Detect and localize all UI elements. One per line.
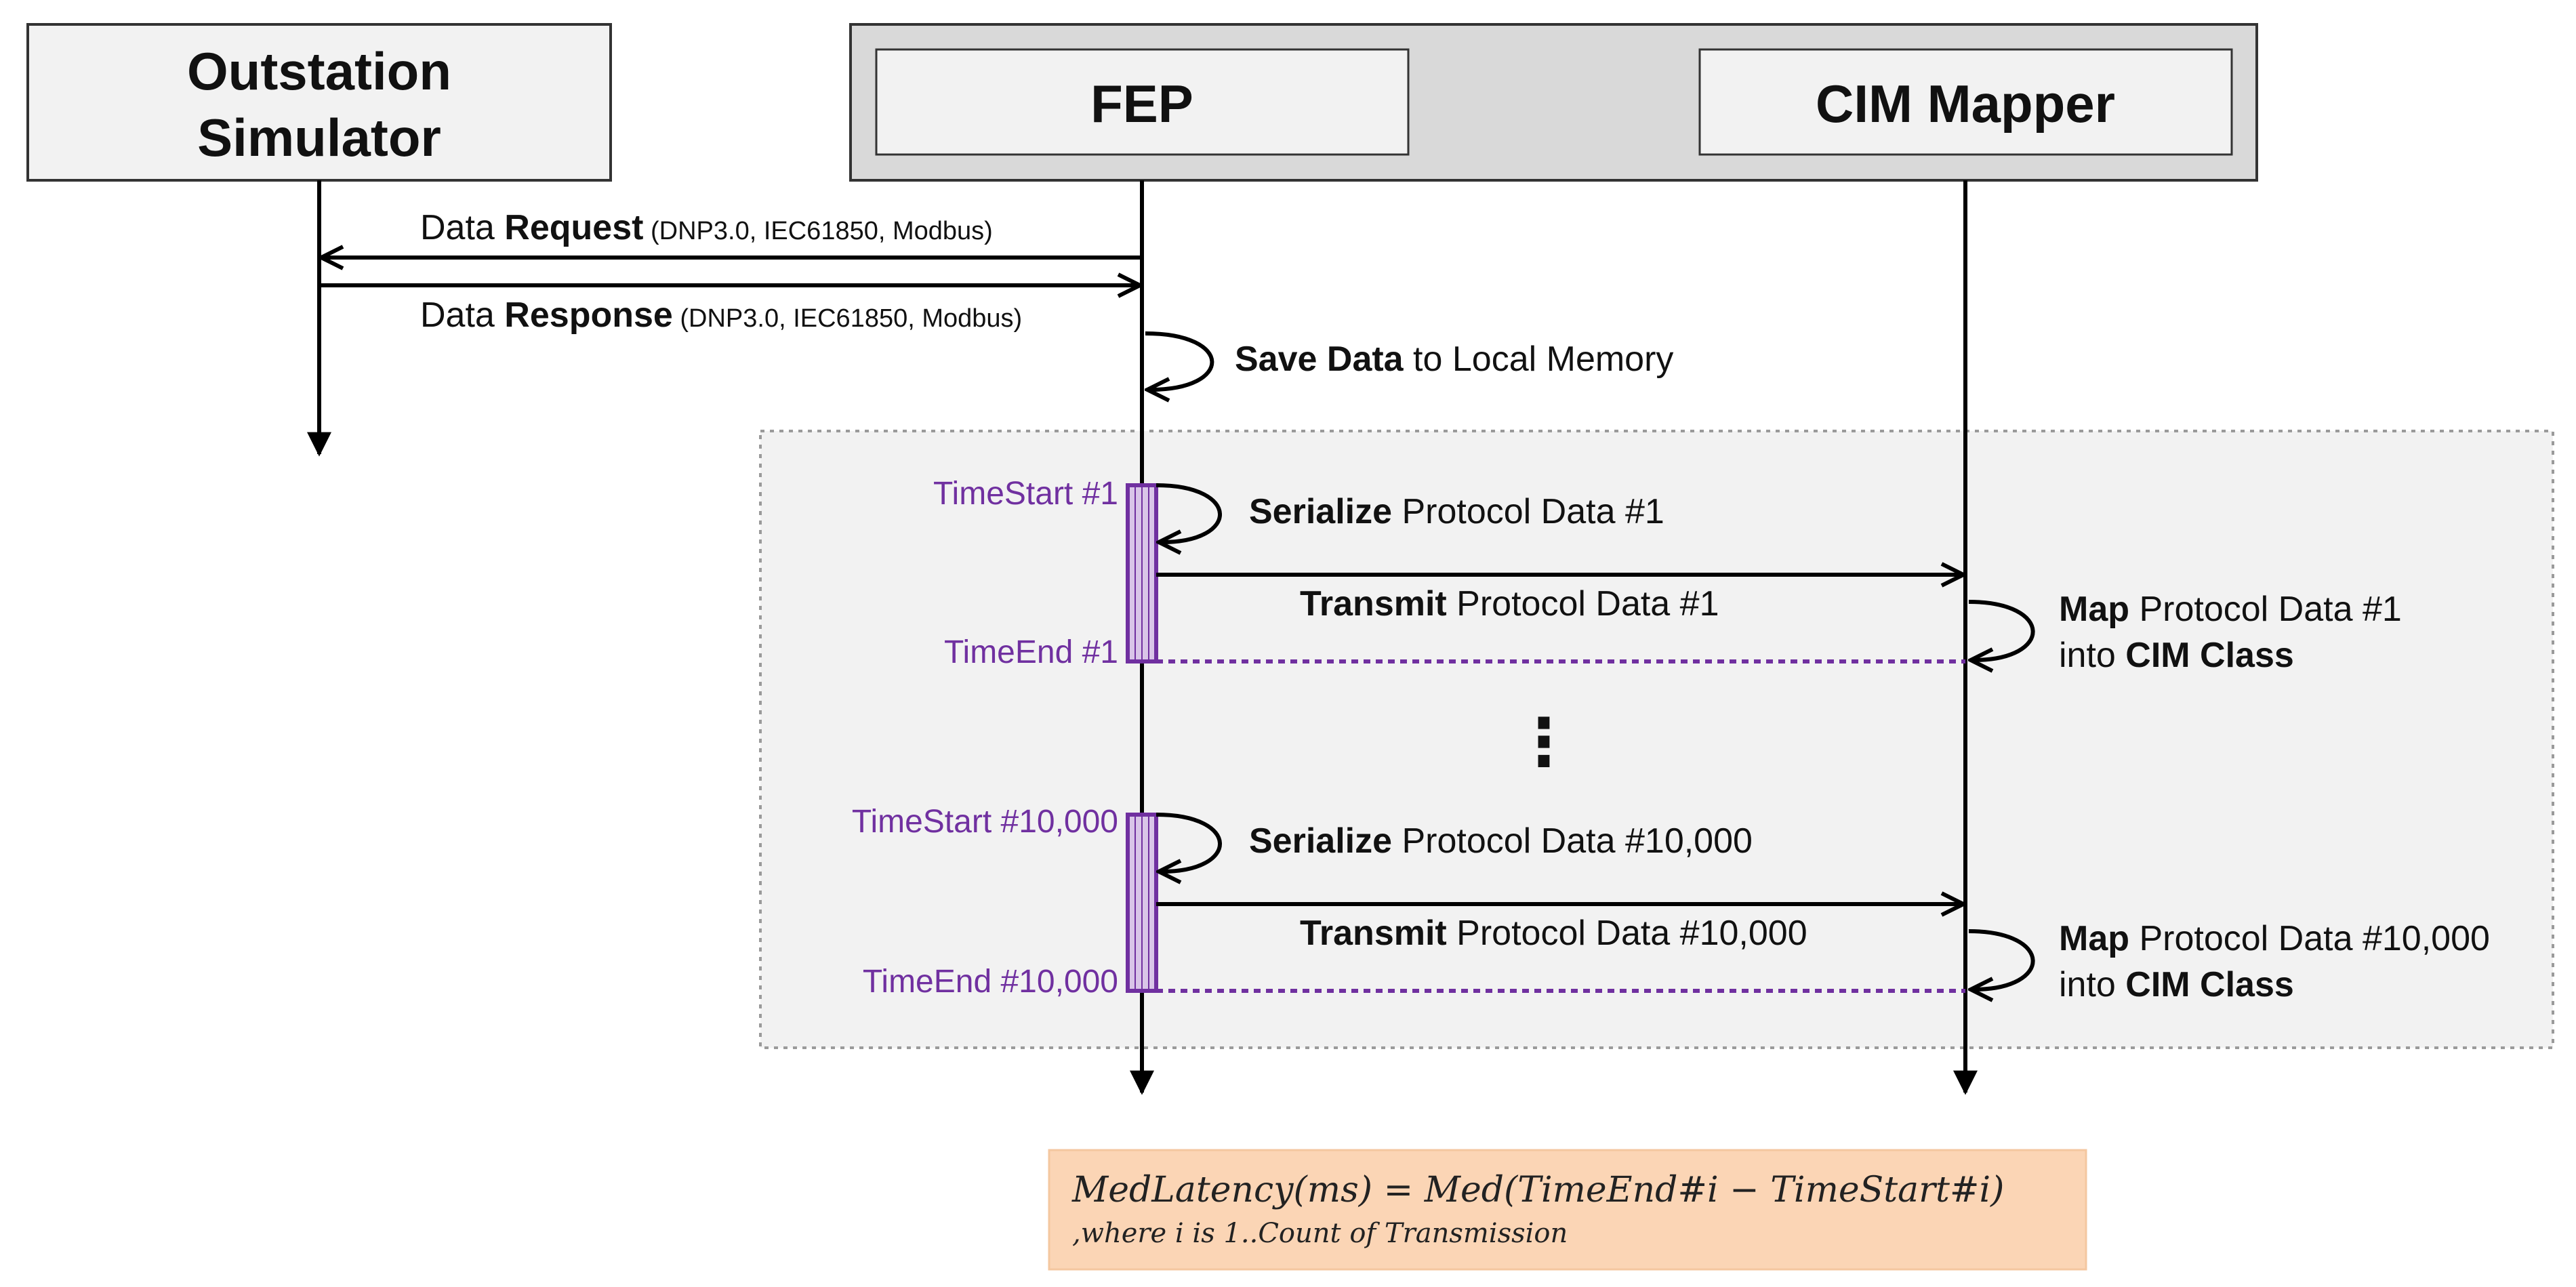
save-label: Save Data to Local Memory [1235,340,1673,379]
actor-fep: FEP [875,48,1410,156]
map-1-self-loop [1969,600,2035,660]
serialize-2-label: Serialize Protocol Data #10,000 [1249,821,1753,861]
formula-line2: ,where i is 1..Count of Transmission [1072,1218,1568,1249]
map-2-label-line2: into CIM Class [2059,965,2294,1004]
save-self-loop [1145,331,1214,390]
timeend-1-label: TimeEnd #1 [944,634,1118,670]
fep-label: FEP [1090,74,1193,134]
serialize-2-self-loop [1156,813,1222,872]
map-1-label-line2: into CIM Class [2059,636,2294,675]
transmit-2-label: Transmit Protocol Data #10,000 [1300,914,1807,953]
outstation-label-line1: Outstation [187,41,451,101]
transmit-1-label: Transmit Protocol Data #1 [1300,584,1719,624]
map-1-label-line1: Map Protocol Data #1 [2059,590,2402,629]
ellipsis: ⋮ [1511,706,1576,779]
serialize-1-label: Serialize Protocol Data #1 [1249,492,1664,531]
map-2-self-loop [1969,929,2035,989]
actor-cim-mapper: CIM Mapper [1698,48,2233,156]
request-label: Data Request (DNP3.0, IEC61850, Modbus) [420,208,993,247]
cim-mapper-label: CIM Mapper [1816,74,2115,134]
activation-bar-1 [1126,483,1158,663]
activation-bar-2 [1126,813,1158,993]
outstation-label-line2: Simulator [197,108,441,167]
serialize-1-self-loop [1156,483,1222,542]
actor-outstation-simulator: Outstation Simulator [26,23,612,182]
repetition-region [759,430,2554,1049]
map-2-label-line1: Map Protocol Data #10,000 [2059,919,2490,958]
response-label: Data Response (DNP3.0, IEC61850, Modbus) [420,295,1022,335]
formula-line1: MedLatency(ms) = Med(TimeEnd#i − TimeSta… [1071,1170,2004,1210]
timestart-2-label: TimeStart #10,000 [852,804,1118,840]
timeend-2-label: TimeEnd #10,000 [863,964,1118,1000]
timestart-1-label: TimeStart #1 [933,476,1118,512]
latency-formula-box: MedLatency(ms) = Med(TimeEnd#i − TimeSta… [1048,1149,2087,1271]
